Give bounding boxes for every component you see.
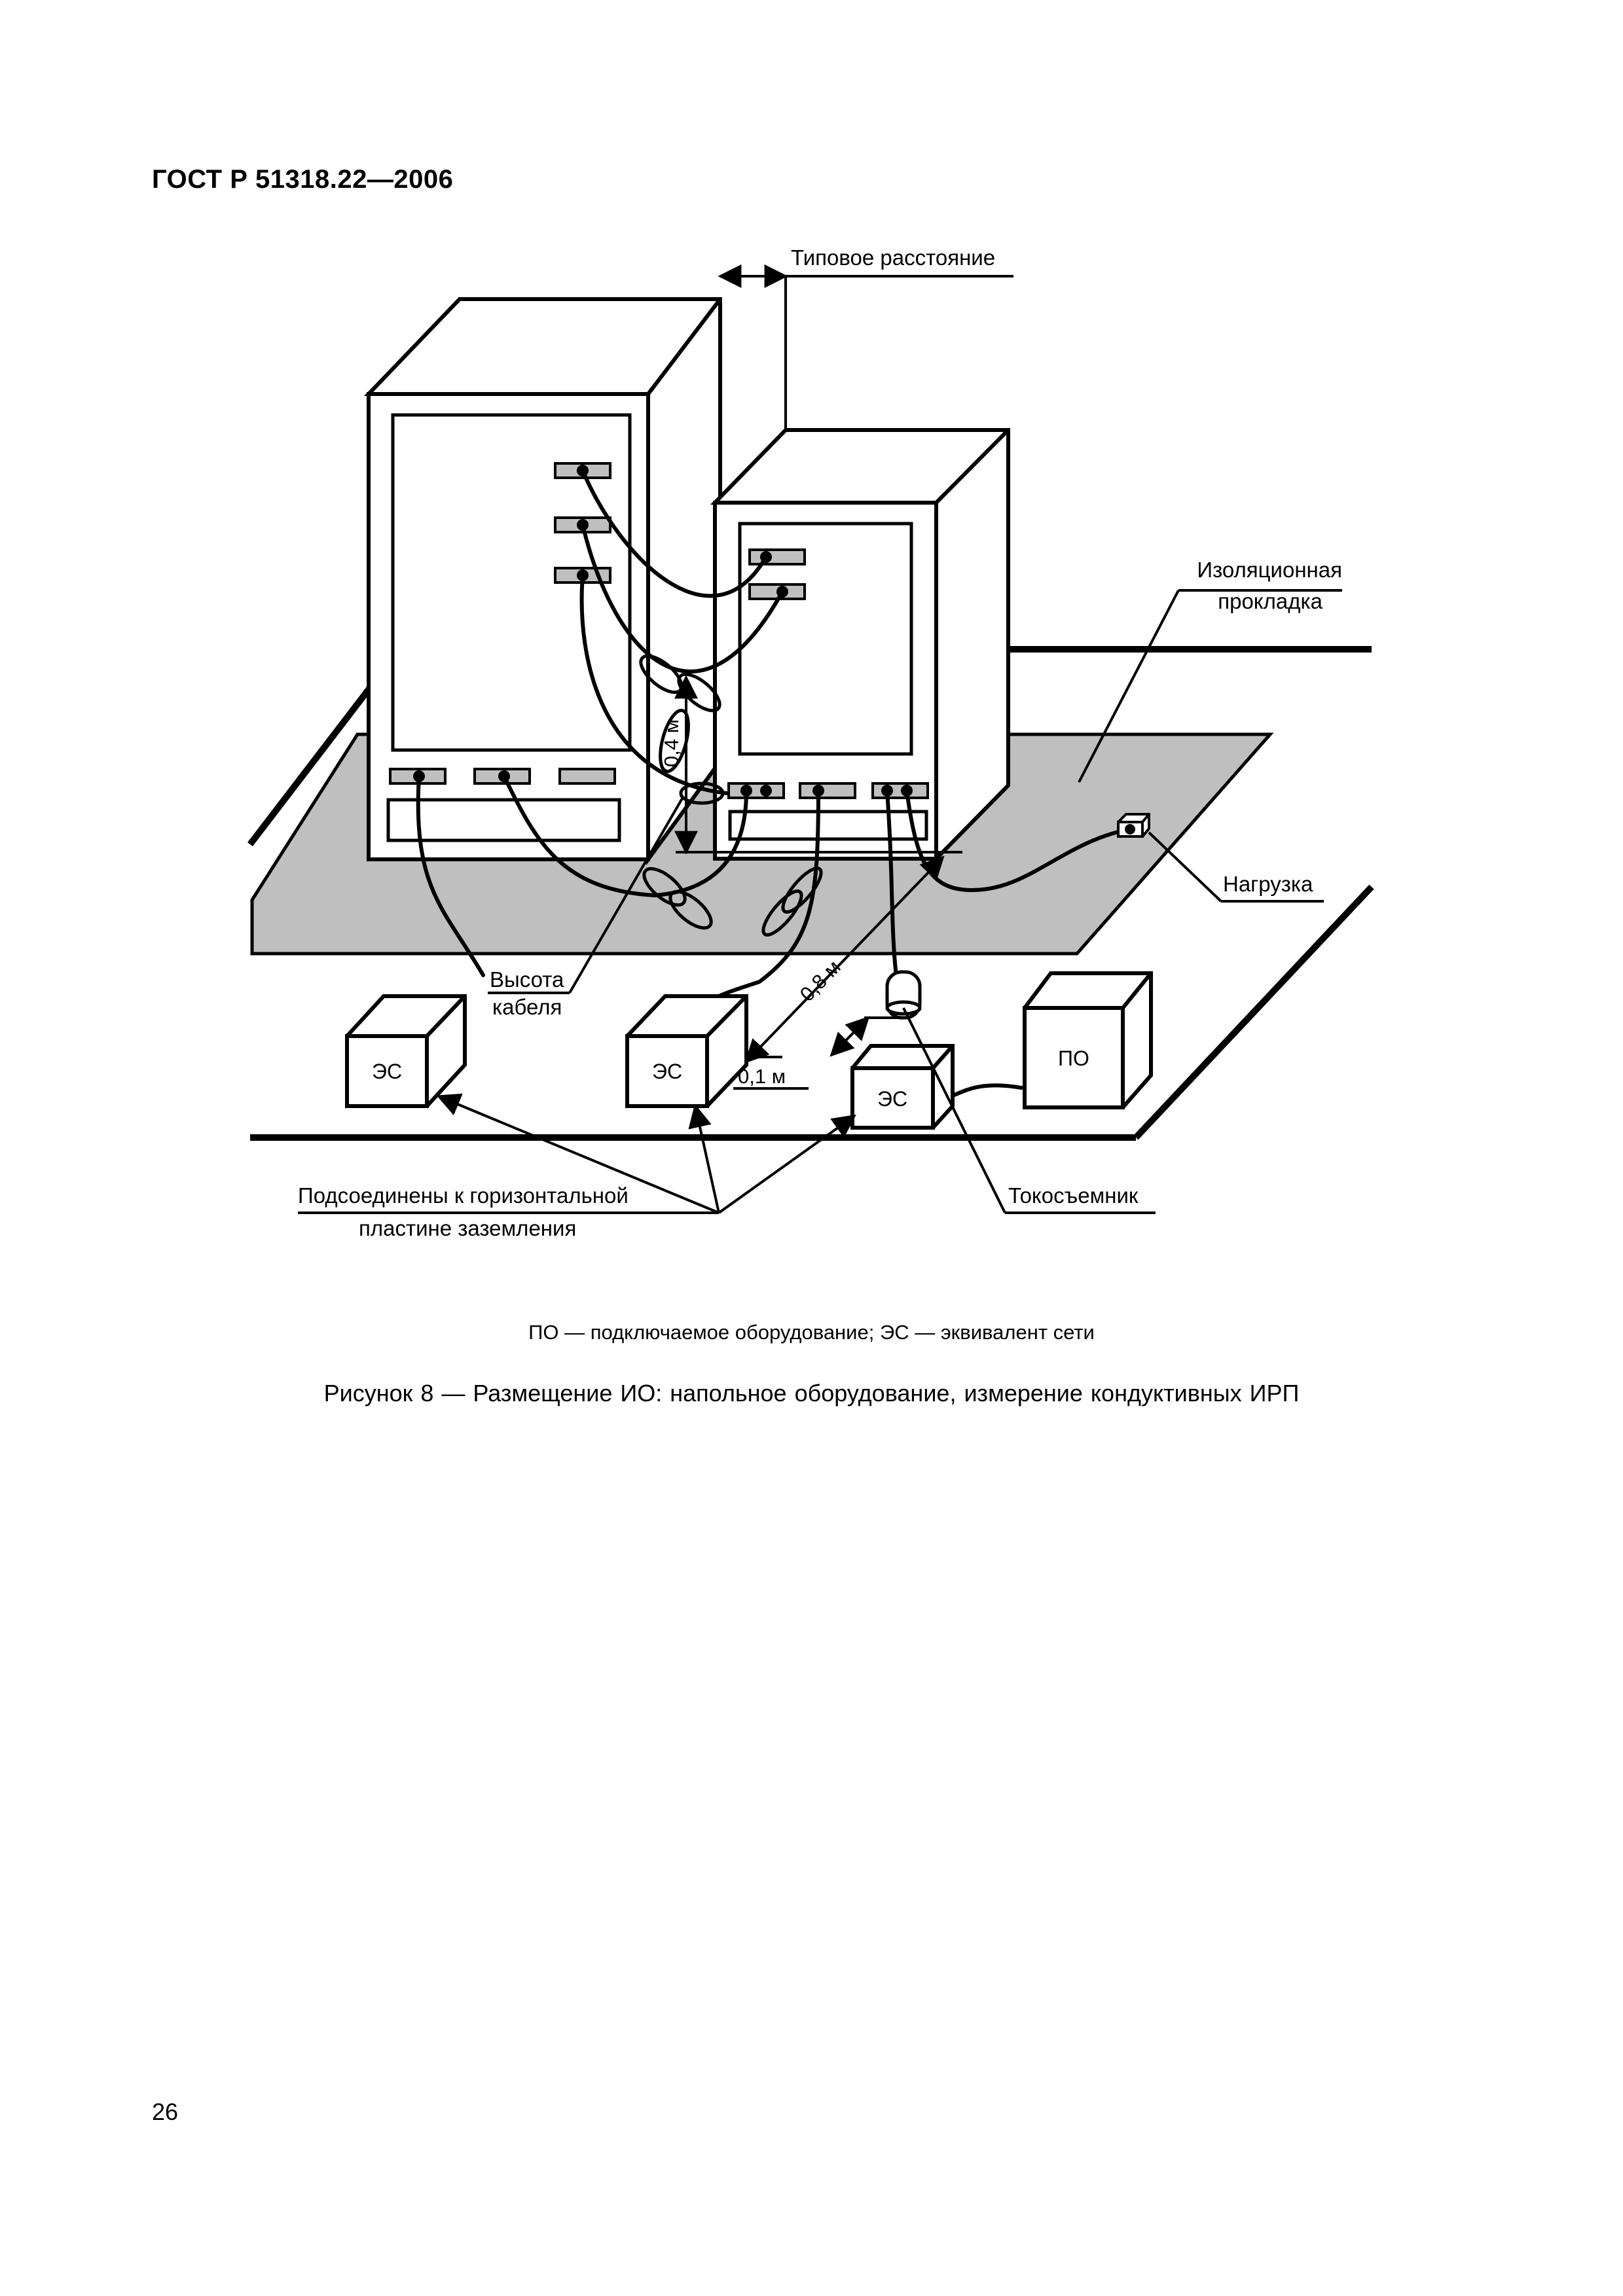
lisn-box-2 [625, 994, 748, 1108]
dimension-01m [733, 1016, 902, 1090]
lisn-box-1 [345, 994, 467, 1108]
cable-height-label-2: кабеля [492, 995, 562, 1019]
dimension-04m [674, 675, 962, 855]
dimension-08m [744, 855, 945, 1064]
figure-legend: ПО — подключаемое оборудование; ЭС — экв… [528, 1321, 1095, 1344]
cables [416, 469, 1128, 1102]
current-probe-label: Токосъемник [1008, 1183, 1139, 1208]
eut-box [1023, 971, 1153, 1109]
lisn-label-2: ЭС [652, 1060, 682, 1083]
page-number: 26 [152, 2098, 179, 2125]
eut-label: ПО [1058, 1047, 1089, 1070]
document-header: ГОСТ Р 51318.22—2006 [152, 165, 454, 194]
dimension-04m-label: 0,4 м [660, 719, 683, 767]
load-label: Нагрузка [1223, 872, 1313, 896]
insulation-pad-label-1: Изоляционная [1197, 558, 1342, 582]
lisn-label-3: ЭС [877, 1087, 907, 1111]
cable-connection-points [413, 465, 913, 797]
cable-height-label-1: Высота [490, 967, 564, 992]
insulation-pad-label-2: прокладка [1218, 589, 1322, 613]
load-leader [1148, 831, 1324, 903]
ground-connection-label-2: пластине заземления [359, 1216, 576, 1240]
lisn-box-3 [850, 1044, 955, 1130]
insulation-pad-leader [1078, 589, 1342, 783]
lisn-label-1: ЭС [372, 1060, 402, 1083]
typical-distance-dimension [718, 264, 1013, 429]
dimension-08m-label: 0,8 м [795, 956, 845, 1006]
typical-distance-label: Типовое расстояние [791, 245, 995, 270]
figure-caption: Рисунок 8 — Размещение ИО: напольное обо… [323, 1380, 1300, 1407]
current-probe-leader [902, 1007, 1156, 1214]
dimension-01m-label: 0,1 м [738, 1065, 786, 1088]
ground-connection-leader [298, 1093, 856, 1214]
cable-height-leader [488, 797, 684, 994]
load-device [1117, 813, 1150, 838]
ground-connection-label-1: Подсоединены к горизонтальной [298, 1183, 629, 1208]
